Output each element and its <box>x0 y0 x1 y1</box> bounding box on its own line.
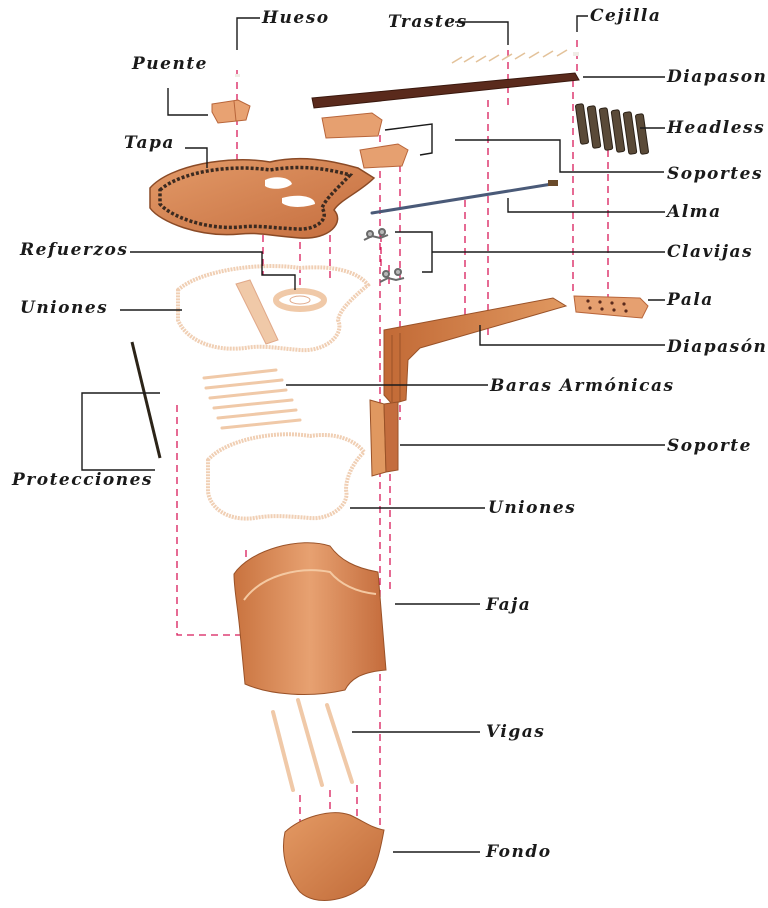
label-faja: Faja <box>486 595 531 615</box>
label-refuerzos: Refuerzos <box>20 240 128 260</box>
label-pala: Pala <box>667 290 714 310</box>
braces-part <box>273 700 352 790</box>
tone-bars-part <box>204 370 300 428</box>
label-soporte: Soporte <box>667 436 752 456</box>
label-vigas: Vigas <box>486 722 545 742</box>
truss-rod-part <box>372 180 558 213</box>
protections-part <box>132 342 160 458</box>
label-diapason-neck: Diapasón <box>667 337 767 357</box>
label-fondo: Fondo <box>486 842 552 862</box>
bone-part <box>235 74 240 77</box>
head-part <box>574 296 648 318</box>
support-block-part <box>370 400 398 476</box>
label-headless: Headless <box>667 118 765 138</box>
label-clavijas: Clavijas <box>667 242 753 262</box>
label-soportes: Soportes <box>667 164 763 184</box>
label-trastes: Trastes <box>388 12 468 32</box>
back-part <box>283 813 384 901</box>
label-protecciones: Protecciones <box>12 470 153 490</box>
tuning-pegs-part <box>364 229 404 282</box>
reinforcements-part <box>236 280 324 344</box>
sides-part <box>234 543 386 695</box>
bridge-part <box>212 100 250 123</box>
label-diapason-top: Diapason <box>667 67 767 87</box>
frets-part <box>452 50 567 63</box>
back-linings-part <box>208 434 364 518</box>
label-hueso: Hueso <box>262 8 330 28</box>
label-uniones-bottom: Uniones <box>488 498 576 518</box>
supports-part <box>322 113 408 168</box>
top-soundboard-part <box>150 159 374 238</box>
label-baras-armonicas: Baras Armónicas <box>490 376 675 396</box>
label-uniones-top: Uniones <box>20 298 108 318</box>
label-tapa: Tapa <box>124 133 175 153</box>
fretboard-part <box>312 73 579 108</box>
label-cejilla: Cejilla <box>590 6 661 26</box>
label-puente: Puente <box>132 54 208 74</box>
headless-tuners-part <box>575 104 648 155</box>
label-alma: Alma <box>667 202 722 222</box>
nut-part <box>573 52 579 56</box>
